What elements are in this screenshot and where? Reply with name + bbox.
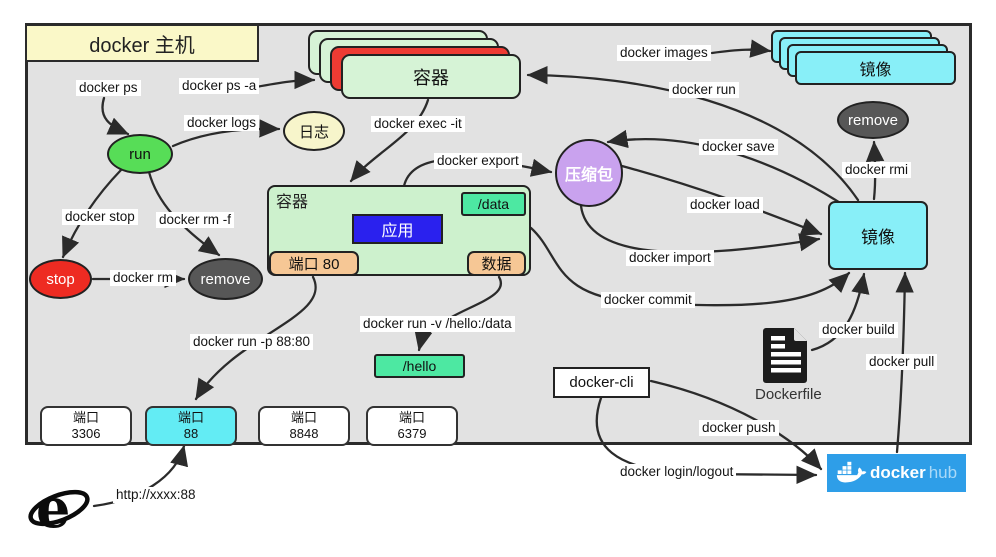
dockerfile-label: Dockerfile [755, 386, 822, 403]
label-docker-exec: docker exec -it [371, 116, 465, 133]
label-docker-rmi: docker rmi [842, 162, 912, 179]
stop-state-node: stop [29, 259, 92, 299]
label-docker-run-p: docker run -p 88:80 [190, 334, 314, 351]
label-docker-run-v: docker run -v /hello:/data [360, 316, 515, 333]
container-detail-label: 容器 [276, 194, 309, 211]
label-http-request: http://xxxx:88 [113, 487, 199, 504]
port-box-3306: 端口 3306 [40, 406, 132, 446]
label-docker-push: docker push [699, 420, 779, 437]
data-node: 数据 [467, 251, 526, 276]
label-docker-login: docker login/logout [617, 464, 737, 481]
port-label: 端口 [72, 409, 99, 425]
port-value: 6379 [397, 426, 427, 441]
tarball-node: 压缩包 [555, 139, 623, 207]
label-docker-ps: docker ps [76, 80, 141, 97]
label-docker-images: docker images [617, 45, 711, 62]
label-docker-commit: docker commit [601, 292, 695, 309]
docker-whale-icon [836, 461, 867, 483]
data-volume-node: /data [461, 192, 526, 216]
label-docker-rm-f: docker rm -f [156, 212, 235, 229]
diagram-title: docker 主机 [25, 24, 259, 62]
port-box-6379: 端口 6379 [366, 406, 458, 446]
label-docker-export: docker export [434, 153, 522, 170]
label-docker-build: docker build [819, 322, 898, 339]
label-docker-run: docker run [669, 82, 739, 99]
container-stack-front: 容器 [341, 54, 521, 99]
port-box-88: 端口 88 [145, 406, 237, 446]
image-node: 镜像 [828, 201, 928, 270]
port-value: 8848 [289, 426, 319, 441]
dockerfile-icon [763, 326, 810, 383]
label-docker-save: docker save [699, 139, 778, 156]
hello-volume-node: /hello [374, 354, 465, 378]
label-docker-import: docker import [626, 250, 714, 267]
label-docker-load: docker load [687, 197, 763, 214]
label-docker-pull: docker pull [866, 354, 938, 371]
dockerhub-docker-text: docker [869, 463, 926, 482]
svg-text:e: e [36, 477, 70, 537]
docker-cli-node: docker-cli [553, 367, 650, 398]
port80-node: 端口 80 [269, 251, 359, 276]
ie-browser-icon: e [28, 476, 92, 540]
port-label: 端口 [398, 409, 425, 425]
label-docker-logs: docker logs [184, 115, 260, 132]
label-docker-rm: docker rm [110, 270, 177, 287]
port-box-8848: 端口 8848 [258, 406, 350, 446]
port-label: 端口 [290, 409, 317, 425]
port-value: 88 [183, 426, 199, 441]
dockerhub-node: docker hub [827, 454, 966, 492]
remove-container-node: remove [188, 258, 263, 300]
remove-image-node: remove [837, 101, 909, 139]
port-value: 3306 [71, 426, 101, 441]
log-node: 日志 [283, 111, 345, 151]
run-state-node: run [107, 134, 173, 174]
image-stack-front: 镜像 [795, 51, 956, 85]
dockerhub-hub-text: hub [928, 463, 958, 482]
label-docker-stop: docker stop [62, 209, 138, 226]
port-label: 端口 [177, 409, 204, 425]
label-docker-ps-a: docker ps -a [179, 78, 260, 95]
app-node: 应用 [352, 214, 443, 244]
